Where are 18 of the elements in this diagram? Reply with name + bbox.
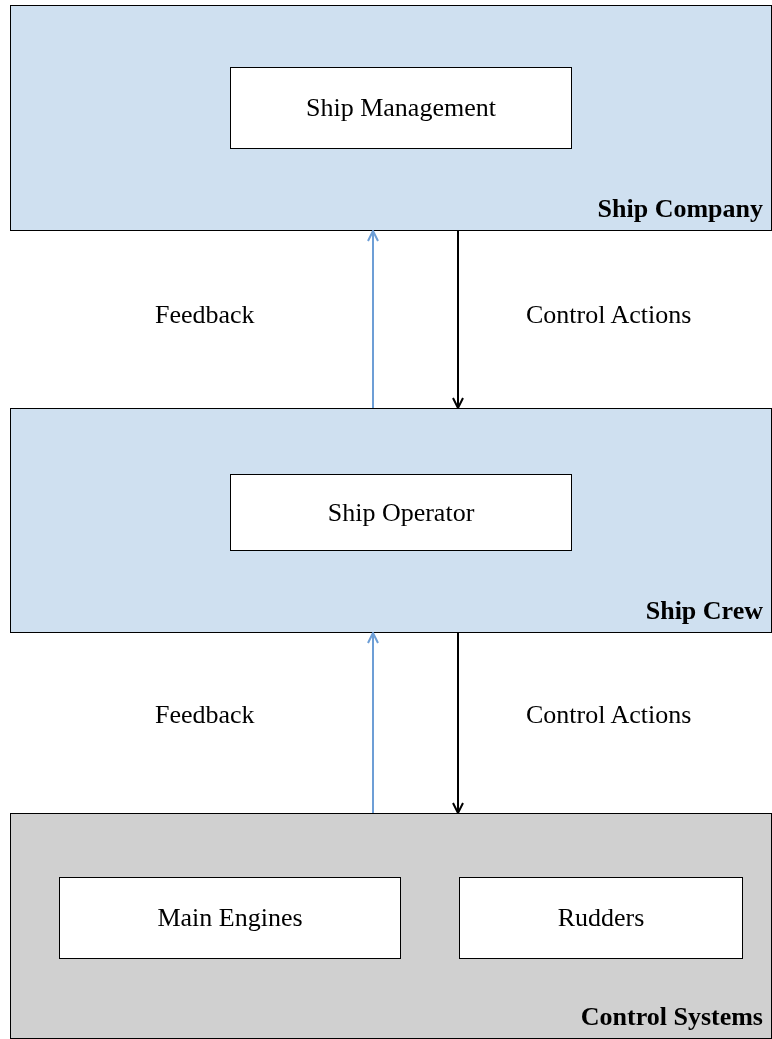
process-box bbox=[230, 474, 572, 551]
arrow bbox=[367, 632, 379, 814]
box-label: Ship Operator bbox=[327, 497, 475, 528]
process-box bbox=[59, 877, 401, 959]
box-label: Ship Management bbox=[306, 93, 496, 123]
group-panel bbox=[10, 813, 772, 1039]
process-box bbox=[459, 877, 743, 959]
box-label: Main Engines bbox=[157, 903, 303, 933]
group-title: Ship Crew bbox=[645, 596, 763, 626]
group-title: Ship Company bbox=[597, 194, 763, 224]
group-panel bbox=[10, 408, 772, 633]
arrow bbox=[452, 230, 464, 409]
process-box bbox=[230, 67, 572, 149]
arrow bbox=[452, 632, 464, 814]
box-label: Rudders bbox=[557, 903, 645, 933]
group-panel bbox=[10, 5, 772, 231]
group-title: Control Systems bbox=[580, 1002, 763, 1032]
arrow bbox=[367, 230, 379, 409]
